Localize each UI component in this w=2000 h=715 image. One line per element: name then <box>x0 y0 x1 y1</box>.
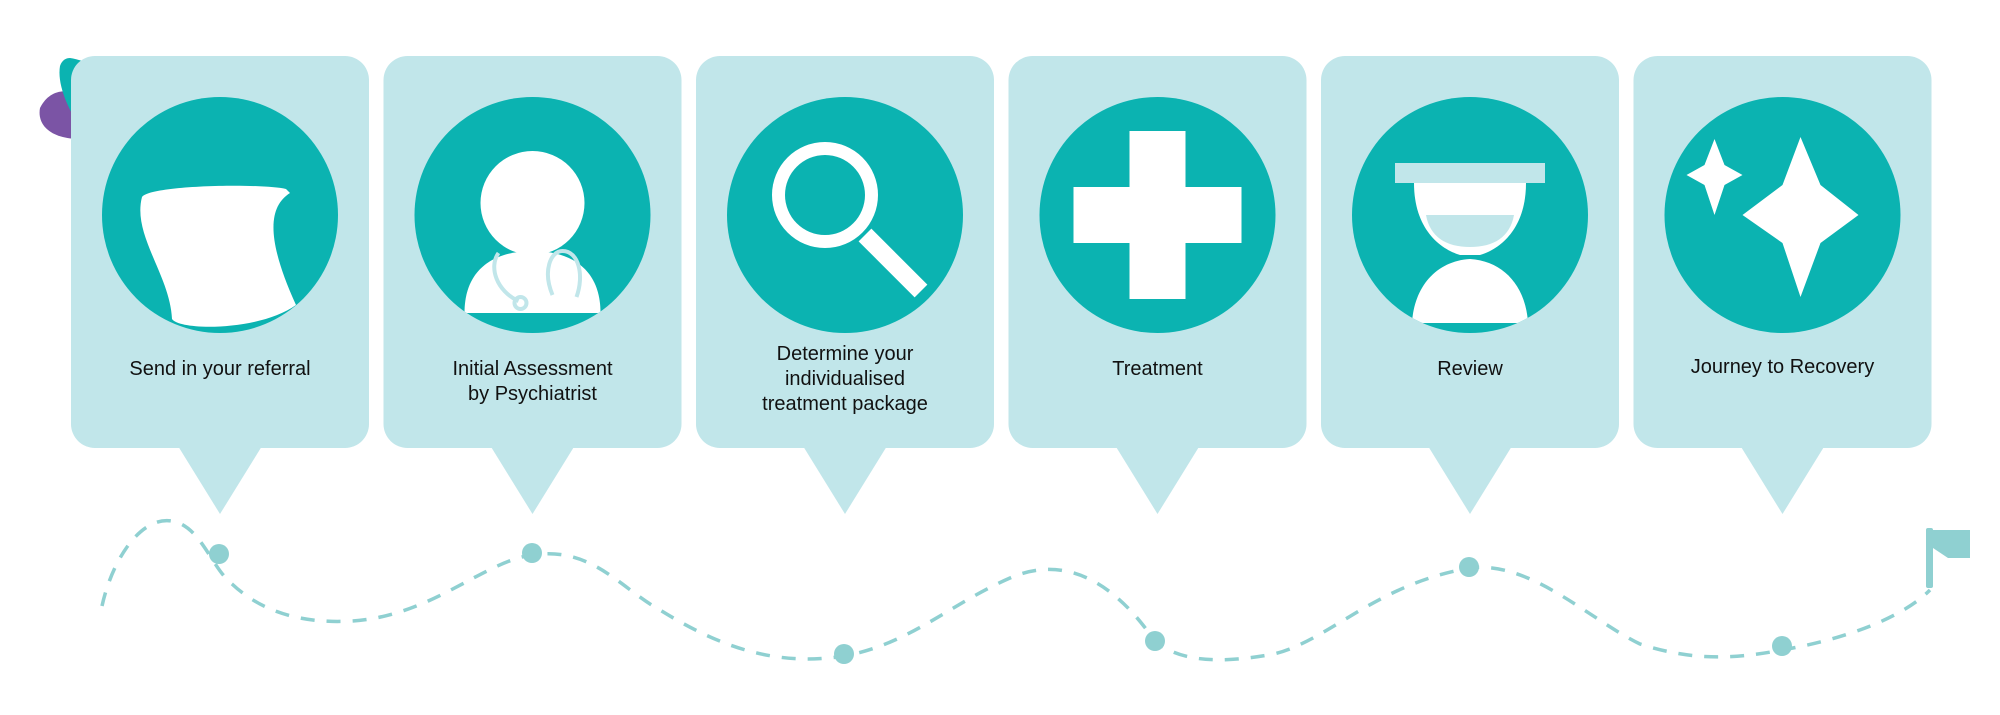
step-label: Determine your individualised treatment pa… <box>705 342 985 417</box>
milestone-dot <box>209 544 229 564</box>
step-label-line: individualised <box>784 368 906 390</box>
step-label: Treatment <box>1018 357 1298 382</box>
card-pointer <box>803 446 887 514</box>
step-label: Journey to Recovery <box>1643 355 1923 380</box>
step-label-line: Review <box>1437 358 1503 380</box>
card-pointer <box>178 446 262 514</box>
step-label-line: Determine your <box>776 343 914 365</box>
card-pointer <box>1115 446 1200 514</box>
medical-cross-icon <box>1039 97 1276 333</box>
milestone-dot <box>522 543 542 563</box>
step-card <box>1633 56 1932 514</box>
step-card <box>1008 56 1307 514</box>
journey-path <box>100 518 1932 662</box>
sparkle-stars-icon <box>1664 97 1901 333</box>
finish-flag-icon <box>1926 528 1970 588</box>
magnifier-icon <box>727 97 963 333</box>
step-label-line: Journey to Recovery <box>1690 356 1875 378</box>
card-pointer <box>1428 446 1512 514</box>
card-pointer <box>1740 446 1825 514</box>
hand-paper-icon <box>102 97 338 333</box>
hourglass-icon <box>1352 97 1588 333</box>
step-card <box>383 56 682 514</box>
doctor-icon <box>414 97 651 333</box>
step-card <box>696 56 994 514</box>
step-label-line: Treatment <box>1112 358 1203 380</box>
step-label: Review <box>1330 357 1610 382</box>
step-label-line: Initial Assessment <box>452 358 613 380</box>
step-label-line: Send in your referral <box>129 358 311 380</box>
step-label: Send in your referral <box>80 357 360 382</box>
step-card <box>71 56 369 514</box>
step-label-line: by Psychiatrist <box>468 383 597 405</box>
card-pointer <box>490 446 575 514</box>
step-label-line: treatment package <box>762 393 928 415</box>
step-card <box>1321 56 1619 514</box>
step-label: Initial Assessment by Psychiatrist <box>393 357 673 407</box>
milestone-dot <box>1145 631 1165 651</box>
milestone-dot <box>1459 557 1479 577</box>
milestone-dot <box>834 644 854 664</box>
milestone-dot <box>1772 636 1792 656</box>
